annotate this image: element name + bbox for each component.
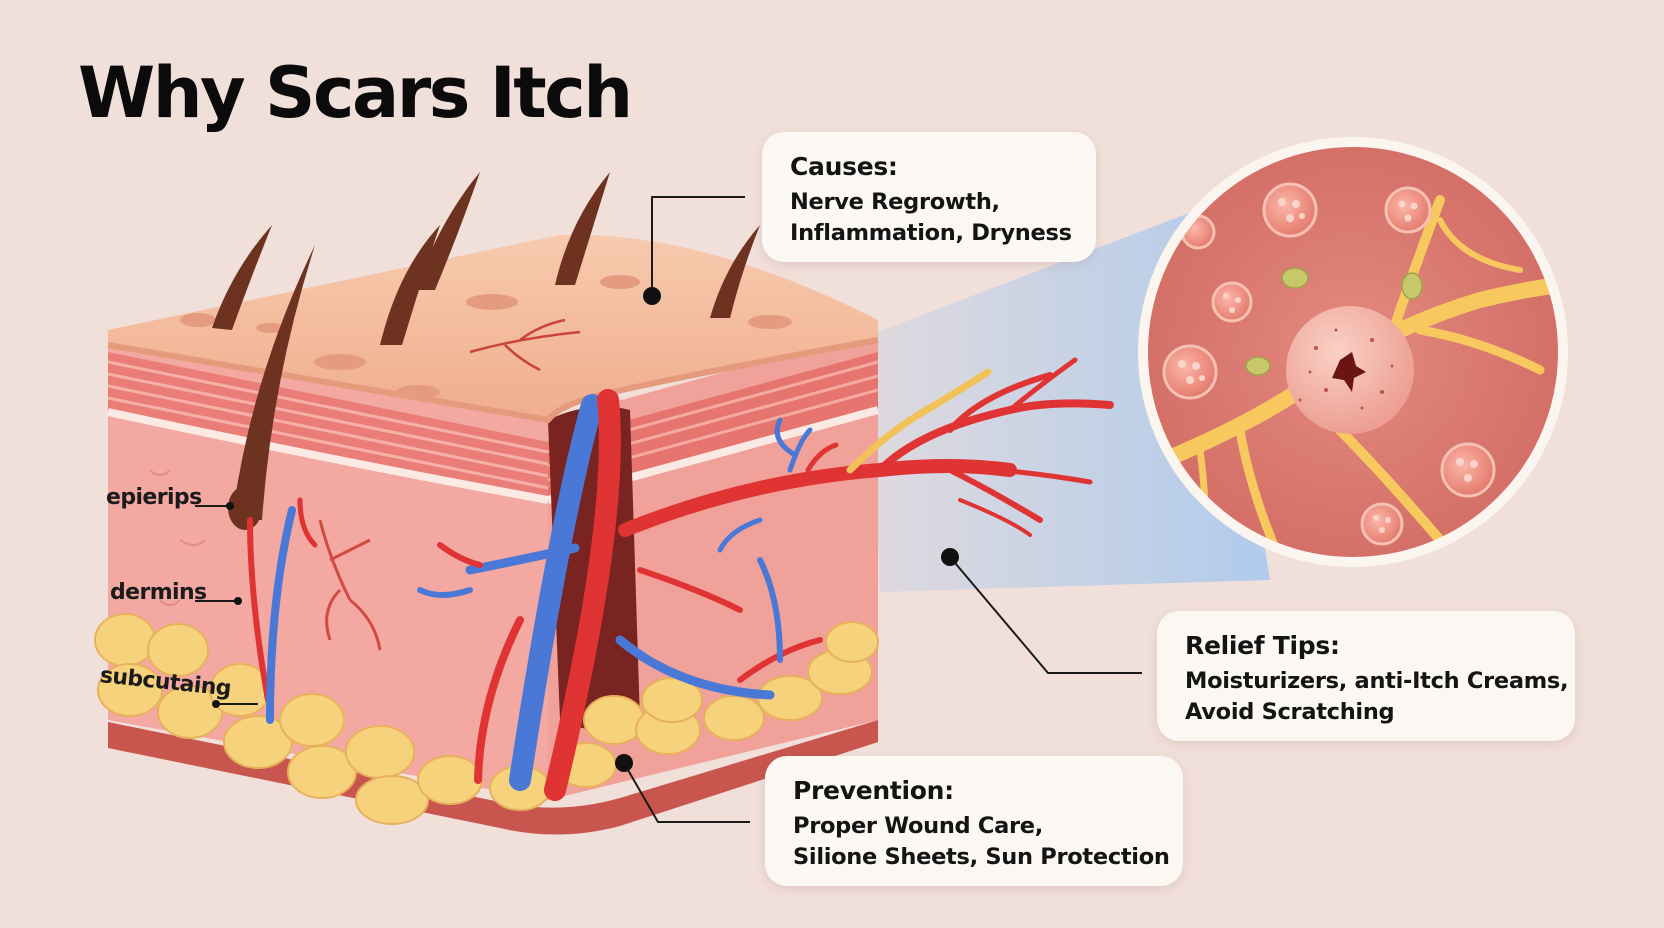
pore	[256, 323, 284, 333]
prevention-card: Prevention: Proper Wound Care, Silione S…	[765, 756, 1183, 886]
histamine-particles	[1245, 267, 1423, 376]
callout-dots	[212, 287, 959, 772]
pore	[396, 385, 440, 399]
causes-line-1: Nerve Regrowth,	[790, 189, 1000, 215]
relief-card: Relief Tips: Moisturizers, anti-Itch Cre…	[1157, 611, 1575, 741]
central-nerve-cell	[1286, 306, 1414, 434]
prevention-line-1: Proper Wound Care,	[793, 813, 1043, 839]
pore	[466, 294, 518, 310]
causes-line-2: Inflammation, Dryness	[790, 220, 1072, 246]
magnified-view	[1138, 137, 1568, 567]
pore	[600, 275, 640, 289]
mast-cells	[1162, 182, 1496, 546]
causes-card: Causes: Nerve Regrowth, Inflammation, Dr…	[762, 132, 1096, 262]
skin-block	[94, 172, 880, 835]
pore	[180, 313, 216, 327]
bottom-slab	[108, 720, 878, 835]
pore	[314, 354, 366, 370]
hair	[415, 172, 480, 290]
relief-heading: Relief Tips:	[1185, 631, 1340, 660]
hair	[710, 225, 760, 318]
hair	[380, 225, 440, 345]
causes-heading: Causes:	[790, 152, 898, 181]
pore	[748, 315, 792, 329]
prevention-heading: Prevention:	[793, 776, 954, 805]
page-title: Why Scars Itch	[78, 52, 633, 134]
epidermis-label: epierips	[106, 485, 202, 510]
hair	[555, 172, 610, 285]
callout-lines	[195, 196, 1142, 823]
hair	[232, 245, 315, 520]
hair	[212, 225, 272, 330]
vessels	[247, 389, 839, 801]
relief-line-1: Moisturizers, anti-Itch Creams,	[1185, 668, 1569, 694]
extended-vessel	[618, 357, 1114, 537]
relief-line-2: Avoid Scratching	[1185, 699, 1395, 725]
prevention-line-2: Silione Sheets, Sun Protection	[793, 844, 1170, 870]
dermis-label: dermins	[110, 580, 207, 605]
